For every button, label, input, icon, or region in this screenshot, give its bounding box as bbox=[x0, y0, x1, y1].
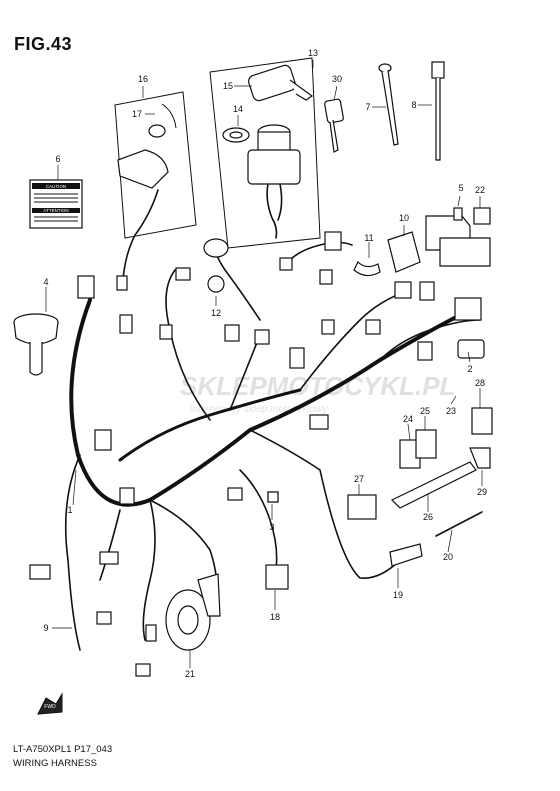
model-code: LT-A750XPL1 P17_043 bbox=[13, 744, 113, 755]
horn-part bbox=[165, 573, 221, 651]
relay-box-part bbox=[425, 215, 491, 267]
clamp-8-part bbox=[431, 61, 445, 161]
bracket-26-part bbox=[390, 461, 477, 509]
bracket-11-part bbox=[387, 231, 421, 273]
callout-14: 14 bbox=[233, 104, 243, 114]
callout-30: 30 bbox=[332, 74, 342, 84]
callout-11: 11 bbox=[364, 233, 373, 243]
caution-text: CAUTION bbox=[46, 184, 66, 189]
callout-12: 12 bbox=[211, 308, 221, 318]
callout-29: 29 bbox=[477, 487, 487, 497]
callout-15: 15 bbox=[223, 81, 233, 91]
key-part bbox=[324, 98, 344, 153]
callout-27: 27 bbox=[354, 474, 364, 484]
connector-18-part bbox=[265, 564, 289, 590]
callout-16: 16 bbox=[138, 74, 148, 84]
callout-13: 13 bbox=[308, 48, 318, 58]
ignition-switch-part bbox=[247, 124, 301, 239]
callout-19: 19 bbox=[393, 590, 403, 600]
callout-numbers: 1 2 3 4 5 6 7 8 9 10 11 12 13 14 15 16 1… bbox=[43, 48, 487, 679]
ignition-group-box-13 bbox=[209, 57, 321, 249]
switch-group-box-16 bbox=[114, 91, 197, 239]
sensor-19-part bbox=[389, 543, 423, 567]
callout-4: 4 bbox=[43, 277, 48, 287]
callout-3: 3 bbox=[269, 522, 274, 532]
relay-28-part bbox=[471, 407, 493, 435]
callout-21: 21 bbox=[185, 669, 195, 679]
figure-caption: WIRING HARNESS bbox=[13, 758, 97, 769]
leader-lines bbox=[45, 60, 483, 668]
callout-17: 17 bbox=[132, 109, 142, 119]
caution-label-part: CAUTION ATTENTION bbox=[29, 179, 83, 229]
fwd-arrow-icon: FWD bbox=[37, 692, 63, 715]
callout-18: 18 bbox=[270, 612, 280, 622]
callout-6: 6 bbox=[55, 154, 60, 164]
connectors bbox=[29, 231, 482, 677]
connector-3-part bbox=[267, 491, 279, 503]
watermark: SKLEPMOTOCYKL.PL internetowy sklep motoc… bbox=[180, 371, 455, 415]
relay-27-part bbox=[347, 494, 377, 520]
callout-9: 9 bbox=[43, 623, 48, 633]
callout-8: 8 bbox=[411, 100, 416, 110]
callout-10: 10 bbox=[399, 213, 409, 223]
callout-7: 7 bbox=[365, 102, 370, 112]
callout-2: 2 bbox=[467, 364, 472, 374]
fwd-text: FWD bbox=[44, 704, 56, 710]
attention-text: ATTENTION bbox=[43, 208, 68, 213]
bracket-29-part bbox=[469, 447, 491, 469]
callout-5: 5 bbox=[458, 183, 463, 193]
callout-24: 24 bbox=[403, 414, 413, 424]
relay-5-part bbox=[453, 207, 463, 221]
figure-title: FIG.43 bbox=[14, 34, 73, 54]
relay-25-part bbox=[415, 429, 437, 459]
watermark-tagline: internetowy sklep motocyklowy bbox=[190, 404, 328, 415]
callout-26: 26 bbox=[423, 512, 433, 522]
nut-ring-part bbox=[222, 127, 250, 143]
relay-22-part bbox=[473, 207, 491, 225]
callout-20: 20 bbox=[443, 552, 453, 562]
callout-22: 22 bbox=[475, 185, 485, 195]
part-2 bbox=[457, 339, 485, 359]
screw-20-part bbox=[435, 511, 483, 537]
clip-part bbox=[353, 260, 381, 277]
callout-28: 28 bbox=[475, 378, 485, 388]
callout-25: 25 bbox=[420, 406, 430, 416]
callout-1: 1 bbox=[67, 505, 72, 515]
switch-part bbox=[116, 103, 177, 291]
socket-part bbox=[203, 238, 229, 293]
clamp-7-part bbox=[378, 63, 399, 146]
callout-23: 23 bbox=[446, 406, 456, 416]
boot-cap-part bbox=[13, 313, 59, 376]
ignition-key-part bbox=[248, 64, 314, 102]
